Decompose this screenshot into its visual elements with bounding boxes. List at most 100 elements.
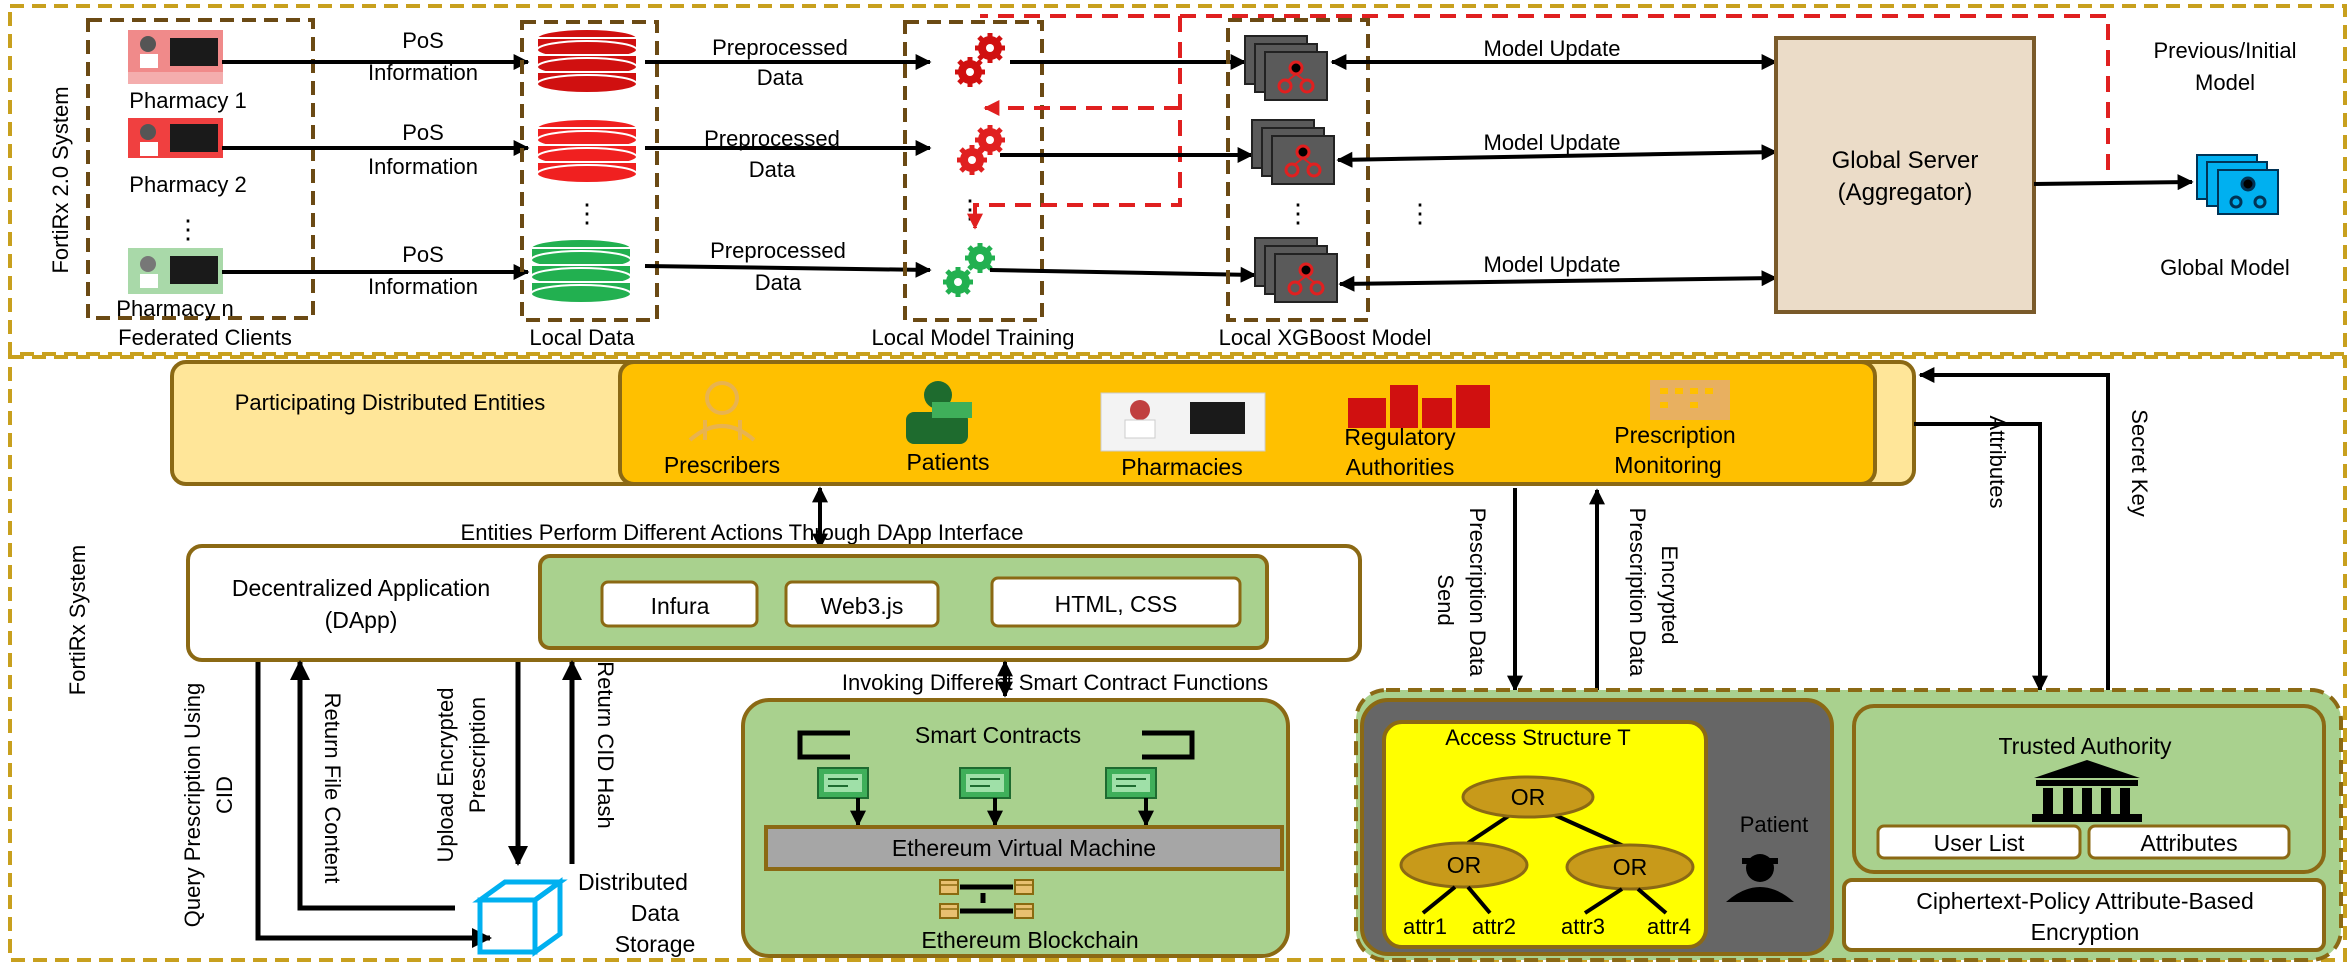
- user-list-box: [1876, 824, 2082, 860]
- encrypted-label-1: Encrypted: [1657, 545, 1682, 644]
- model-update-label-1: Model Update: [1484, 36, 1621, 61]
- or-left-label: OR: [1447, 852, 1482, 878]
- global-model-label: Global Model: [2160, 255, 2290, 280]
- pos-label-nb: Information: [368, 274, 478, 299]
- preprocessed-label-na: Preprocessed: [710, 238, 846, 263]
- patient-label: Patient: [1740, 812, 1809, 837]
- red-feedback-line-2: [967, 16, 1182, 230]
- train-to-model-arrow-n: [989, 266, 1257, 283]
- model-update-ellipsis: ⋮: [1407, 198, 1433, 228]
- local-data-group: [520, 20, 659, 322]
- attr4-label: attr4: [1647, 914, 1691, 939]
- smart-contract-icon-3: [1105, 767, 1157, 799]
- evm-box: [764, 825, 1284, 871]
- user-list-label: User List: [1934, 830, 2025, 856]
- storage-label-3: Storage: [615, 931, 696, 957]
- monitoring-building-icon: [1650, 380, 1730, 420]
- secret-key-label: Secret Key: [2127, 409, 2152, 517]
- xgboost-ellipsis: ⋮: [1285, 198, 1311, 228]
- model-stack-icon-n: [1253, 236, 1339, 304]
- preprocessed-label-1b: Data: [757, 65, 804, 90]
- encrypted-label-2: Prescription Data: [1625, 508, 1650, 678]
- tree-edge-attr4: [1636, 887, 1668, 915]
- dapp-label-2: (DApp): [325, 607, 398, 633]
- pos-label-2b: Information: [368, 154, 478, 179]
- pharmacy-entity-icon: [1100, 392, 1266, 452]
- upload-label-1: Upload Encrypted: [433, 688, 458, 863]
- section-label-fortirx: FortiRx System: [65, 545, 90, 695]
- pharmacy-2-label: Pharmacy 2: [129, 172, 246, 197]
- prescriber-icon: [688, 381, 756, 442]
- html-css-label: HTML, CSS: [1055, 591, 1178, 617]
- local-training-group: [903, 20, 1044, 322]
- gear-icon-1b: [955, 57, 985, 87]
- smart-contracts-label: Smart Contracts: [915, 722, 1081, 748]
- pharmacy-2-icon: [128, 118, 223, 158]
- web3-box: [784, 580, 940, 628]
- evm-label: Ethereum Virtual Machine: [892, 835, 1156, 861]
- or-node-root: [1461, 775, 1595, 819]
- gear-icon-nb: [943, 267, 973, 297]
- pharmacy-ellipsis: ⋮: [175, 214, 201, 244]
- blockchain-chain-icon: [939, 879, 1034, 919]
- smart-contract-icon-1: [817, 767, 869, 799]
- model-update-arrow-n: [1338, 270, 1778, 292]
- attr3-label: attr3: [1561, 914, 1605, 939]
- storage-label-2: Data: [631, 900, 680, 926]
- cpabe-label-2: Encryption: [2031, 919, 2140, 945]
- or-node-left: [1399, 841, 1529, 889]
- global-server-box: [1774, 36, 2036, 314]
- fortirx-section-frame: [8, 355, 2347, 962]
- attributes-label: Attributes: [2140, 830, 2237, 856]
- training-ellipsis: ⋮: [957, 194, 983, 224]
- pos-label-na: PoS: [402, 242, 444, 267]
- local-data-ellipsis: ⋮: [574, 198, 600, 228]
- database-icon-1: [536, 28, 638, 94]
- attributes-box: [2087, 824, 2291, 860]
- server-to-global-arrow: [2033, 174, 2194, 191]
- tree-edge-attr2: [1466, 885, 1492, 915]
- preprocessed-label-2a: Preprocessed: [704, 126, 840, 151]
- patient-entity-icon: [906, 381, 972, 444]
- storage-cube-icon: [472, 877, 568, 957]
- xgboost-group: [1226, 18, 1370, 322]
- regulatory-label-2: Authorities: [1346, 454, 1455, 480]
- pharmacy-1-label: Pharmacy 1: [129, 88, 246, 113]
- pharmacies-label: Pharmacies: [1121, 454, 1242, 480]
- web3-label: Web3.js: [821, 593, 904, 619]
- pharmacy-1-icon: [128, 30, 223, 84]
- preprocessed-arrow-n: [644, 261, 932, 278]
- monitoring-label-2: Monitoring: [1614, 452, 1721, 478]
- html-css-box: [990, 576, 1242, 628]
- pos-label-1a: PoS: [402, 28, 444, 53]
- previous-model-label-1: Previous/Initial: [2153, 38, 2296, 63]
- preprocessed-label-2b: Data: [749, 157, 796, 182]
- preprocessed-label-nb: Data: [755, 270, 802, 295]
- pos-label-1b: Information: [368, 60, 478, 85]
- model-stack-icon-2: [1250, 118, 1336, 186]
- query-arrow: [255, 662, 492, 948]
- access-structure-box: [1382, 720, 1708, 949]
- fortirx2-section-frame: [8, 4, 2347, 356]
- global-server-label-1: Global Server: [1832, 147, 1979, 174]
- infura-label: Infura: [651, 593, 710, 619]
- or-root-label: OR: [1511, 784, 1546, 810]
- patients-label: Patients: [906, 449, 989, 475]
- attr1-label: attr1: [1403, 914, 1447, 939]
- pos-label-2a: PoS: [402, 120, 444, 145]
- invoking-label: Invoking Different Smart Contract Functi…: [842, 670, 1268, 695]
- upload-label-2: Prescription: [465, 697, 490, 813]
- access-structure-label: Access Structure T: [1445, 725, 1630, 750]
- tree-edge-attr3: [1583, 887, 1624, 915]
- local-training-label: Local Model Training: [871, 325, 1074, 350]
- bank-icon: [2032, 760, 2142, 822]
- pharmacy-n-label: Pharmacy n: [116, 296, 233, 321]
- contract-bracket-right: [1142, 730, 1195, 760]
- previous-model-label-2: Model: [2195, 70, 2255, 95]
- prescribers-label: Prescribers: [664, 452, 780, 478]
- model-update-arrow-2: [1336, 144, 1778, 168]
- section-label-fortirx2: FortiRx 2.0 System: [48, 86, 73, 273]
- attributes-arrow-label: Attributes: [1985, 416, 2010, 509]
